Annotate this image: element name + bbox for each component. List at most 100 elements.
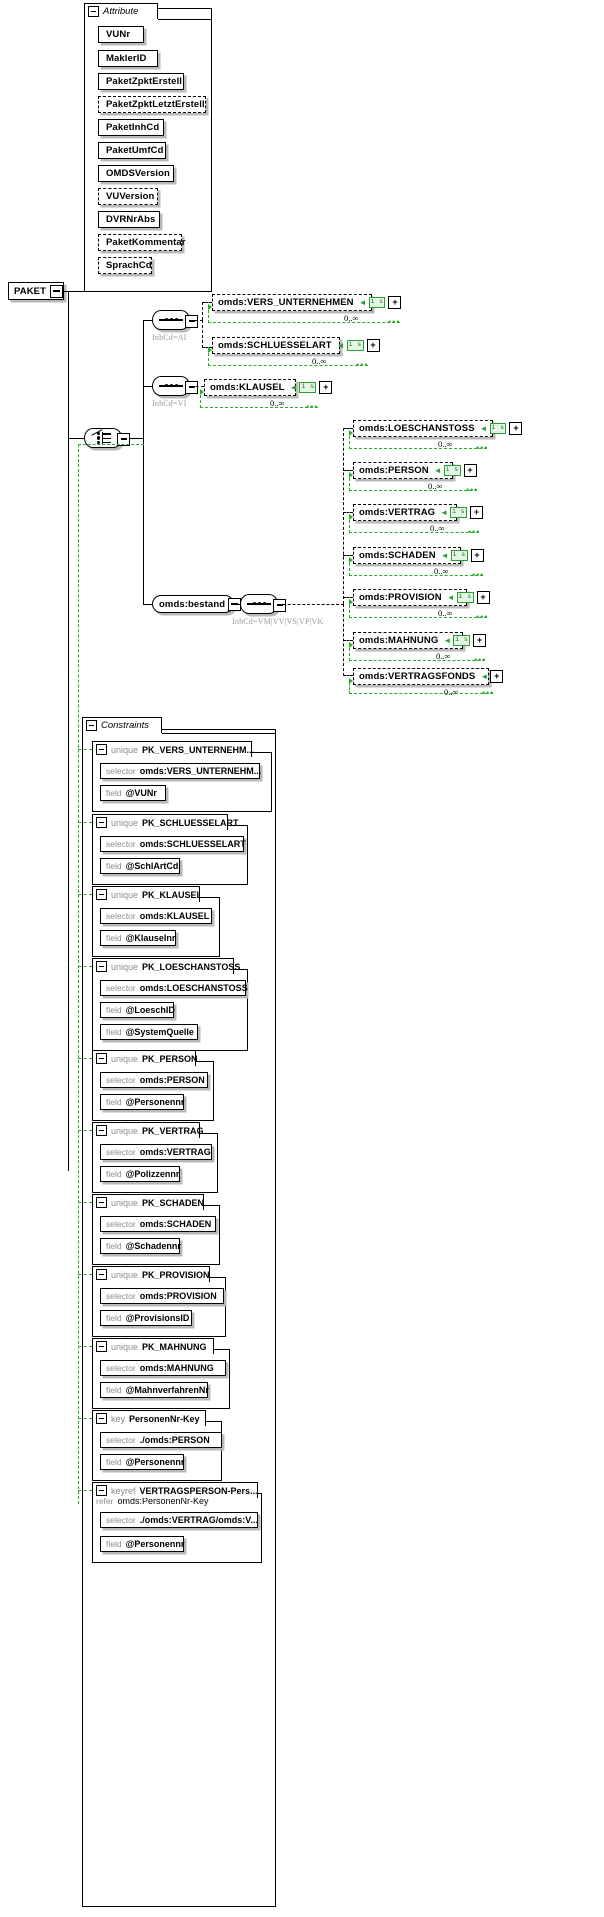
expand-icon[interactable]: [366, 339, 380, 352]
collapse-icon[interactable]: [96, 1485, 107, 1496]
choice-compositor[interactable]: [84, 428, 130, 448]
selector-value: omds:VERTRAG: [139, 1147, 211, 1157]
attribute-item[interactable]: DVRNrAbs: [98, 211, 160, 228]
constraint-selector-row[interactable]: selector omds:LOESCHANSTOSS: [100, 980, 248, 996]
constraint-field-row[interactable]: field @Schadennr: [100, 1238, 181, 1254]
collapse-icon[interactable]: [88, 6, 99, 17]
collapse-icon[interactable]: [86, 720, 97, 731]
constraint-header[interactable]: unique PK_PERSON: [92, 1050, 198, 1066]
connector-dashed: [202, 320, 203, 348]
sequence-compositor-ai[interactable]: [152, 310, 198, 330]
attribute-item[interactable]: PaketZpktErstell: [98, 73, 184, 90]
collapse-icon[interactable]: [96, 1269, 107, 1280]
collapse-icon[interactable]: [96, 1413, 107, 1424]
attribute-item[interactable]: OMDSVersion: [98, 165, 174, 182]
constraint-field-row[interactable]: field @VUNr: [100, 785, 166, 801]
constraint-header[interactable]: unique PK_SCHADEN: [92, 1194, 204, 1210]
constraint-header[interactable]: unique PK_SCHLUESSELART: [92, 814, 239, 830]
attribute-item-optional[interactable]: PaketKommentar: [98, 234, 185, 251]
constraint-header[interactable]: unique PK_LOESCHANSTOSS: [92, 958, 240, 974]
constraint-selector-row[interactable]: selector omds:VERS_UNTERNEHM...: [100, 763, 261, 779]
constraint-selector-row[interactable]: selector omds:PERSON: [100, 1072, 208, 1088]
element-ref[interactable]: omds:VERTRAGSFONDS ◄: [353, 668, 504, 685]
constraint-header[interactable]: unique PK_KLAUSEL: [92, 886, 202, 902]
constraint-field-row[interactable]: field @Personennr: [100, 1094, 184, 1110]
constraint-header[interactable]: unique PK_VERS_UNTERNEHM...: [92, 741, 254, 757]
attribute-label: PaketUmfCd: [106, 145, 164, 156]
attribute-panel-tab[interactable]: Attribute: [84, 3, 158, 19]
element-ref[interactable]: omds:VERTRAG ◄ i s: [353, 504, 483, 521]
collapse-icon[interactable]: [50, 284, 63, 298]
element-ref[interactable]: omds:SCHADEN ◄ i s: [353, 547, 484, 564]
attribute-item[interactable]: VUNr: [98, 26, 144, 43]
attribute-item-optional[interactable]: SprachCd: [98, 257, 152, 274]
collapse-icon[interactable]: [96, 1341, 107, 1352]
element-ref[interactable]: omds:LOESCHANSTOSS ◄ i s: [353, 420, 523, 437]
green-dots: •••: [482, 688, 495, 698]
constraint-field-row[interactable]: field @Polizzennr: [100, 1166, 180, 1182]
element-ref[interactable]: omds:VERS_UNTERNEHMEN ◄ i s: [212, 294, 402, 311]
expand-icon[interactable]: [490, 670, 504, 683]
collapse-icon[interactable]: [96, 1197, 107, 1208]
constraint-selector-row[interactable]: selector omds:KLAUSEL: [100, 908, 212, 924]
constraint-header[interactable]: unique PK_VERTRAG: [92, 1122, 204, 1138]
green-connector: [200, 407, 318, 408]
collapse-icon[interactable]: [96, 961, 107, 972]
element-ref[interactable]: omds:SCHLUESSELART ◄ i s: [212, 337, 380, 354]
constraint-field-row[interactable]: field @LoeschID: [100, 1002, 175, 1018]
element-ref[interactable]: omds:KLAUSEL ◄ i s: [204, 379, 333, 396]
constraint-selector-row[interactable]: selector omds:VERTRAG: [100, 1144, 212, 1160]
attribute-item[interactable]: PaketUmfCd: [98, 142, 166, 159]
ref-arrow-icon: ◄: [433, 465, 442, 475]
constraint-selector-row[interactable]: selector omds:MAHNUNG: [100, 1360, 226, 1376]
constraint-selector-row[interactable]: selector omds:SCHLUESSELART: [100, 836, 246, 852]
constraint-selector-row[interactable]: selector omds:PROVISION: [100, 1288, 224, 1304]
constraints-panel-tab[interactable]: Constraints: [82, 717, 162, 733]
connector-dashed: [343, 470, 353, 471]
root-element-paket[interactable]: PAKET: [8, 282, 64, 300]
green-connector: [208, 348, 209, 366]
constraint-field-row[interactable]: field @ProvisionsID: [100, 1310, 192, 1326]
expand-icon[interactable]: [388, 296, 402, 309]
collapse-icon[interactable]: [96, 744, 107, 755]
element-ref[interactable]: omds:PERSON ◄ i s: [353, 462, 477, 479]
constraint-header[interactable]: keyref VERTRAGSPERSON-Pers...: [92, 1482, 258, 1498]
collapse-icon[interactable]: [96, 1053, 107, 1064]
collapse-icon[interactable]: [96, 889, 107, 900]
constraint-field-row[interactable]: field @SchlArtCd: [100, 858, 180, 874]
sequence-compositor-vi[interactable]: [152, 376, 198, 396]
constraint-field-row[interactable]: field @Personennr: [100, 1454, 184, 1470]
expand-icon[interactable]: [319, 381, 333, 394]
constraint-selector-row[interactable]: selector omds:SCHADEN: [100, 1216, 216, 1232]
constraint-header[interactable]: key PersonenNr-Key: [92, 1410, 206, 1426]
collapse-icon[interactable]: [96, 817, 107, 828]
selector-key: selector: [106, 983, 136, 993]
collapse-icon[interactable]: [96, 1125, 107, 1136]
constraint-selector-row[interactable]: selector ./omds:PERSON: [100, 1432, 222, 1448]
expand-icon[interactable]: [470, 549, 484, 562]
expand-icon[interactable]: [473, 634, 487, 647]
collapse-icon[interactable]: [117, 432, 130, 446]
constraint-field-row[interactable]: field @MahnverfahrenNr: [100, 1382, 209, 1398]
collapse-icon[interactable]: [273, 598, 286, 612]
constraint-field-row[interactable]: field @KlauseInr: [100, 930, 176, 946]
attribute-item-optional[interactable]: VUVersion: [98, 188, 158, 205]
collapse-icon[interactable]: [185, 314, 198, 328]
element-ref[interactable]: omds:MAHNUNG ◄ i s: [353, 632, 487, 649]
expand-icon[interactable]: [463, 464, 477, 477]
expand-icon[interactable]: [469, 506, 483, 519]
constraint-field-row[interactable]: field @Personennr: [100, 1536, 184, 1552]
constraint-header[interactable]: unique PK_PROVISION: [92, 1266, 210, 1282]
element-ref[interactable]: omds:PROVISION ◄ i s: [353, 589, 490, 606]
expand-icon[interactable]: [509, 422, 523, 435]
constraint-header[interactable]: unique PK_MAHNUNG: [92, 1338, 214, 1354]
constraint-field-row[interactable]: field @SystemQuelle: [100, 1024, 198, 1040]
attribute-item[interactable]: PaketInhCd: [98, 119, 164, 136]
expand-icon[interactable]: [476, 591, 490, 604]
attribute-item-optional[interactable]: PaketZpktLetztErstell: [98, 96, 206, 113]
sequence-compositor-bestand[interactable]: [240, 594, 286, 614]
element-bestand[interactable]: omds:bestand: [152, 595, 242, 613]
attribute-item[interactable]: MaklerID: [98, 50, 158, 67]
collapse-icon[interactable]: [185, 380, 198, 394]
constraint-selector-row[interactable]: selector ./omds:VERTRAG/omds:V...: [100, 1512, 258, 1528]
